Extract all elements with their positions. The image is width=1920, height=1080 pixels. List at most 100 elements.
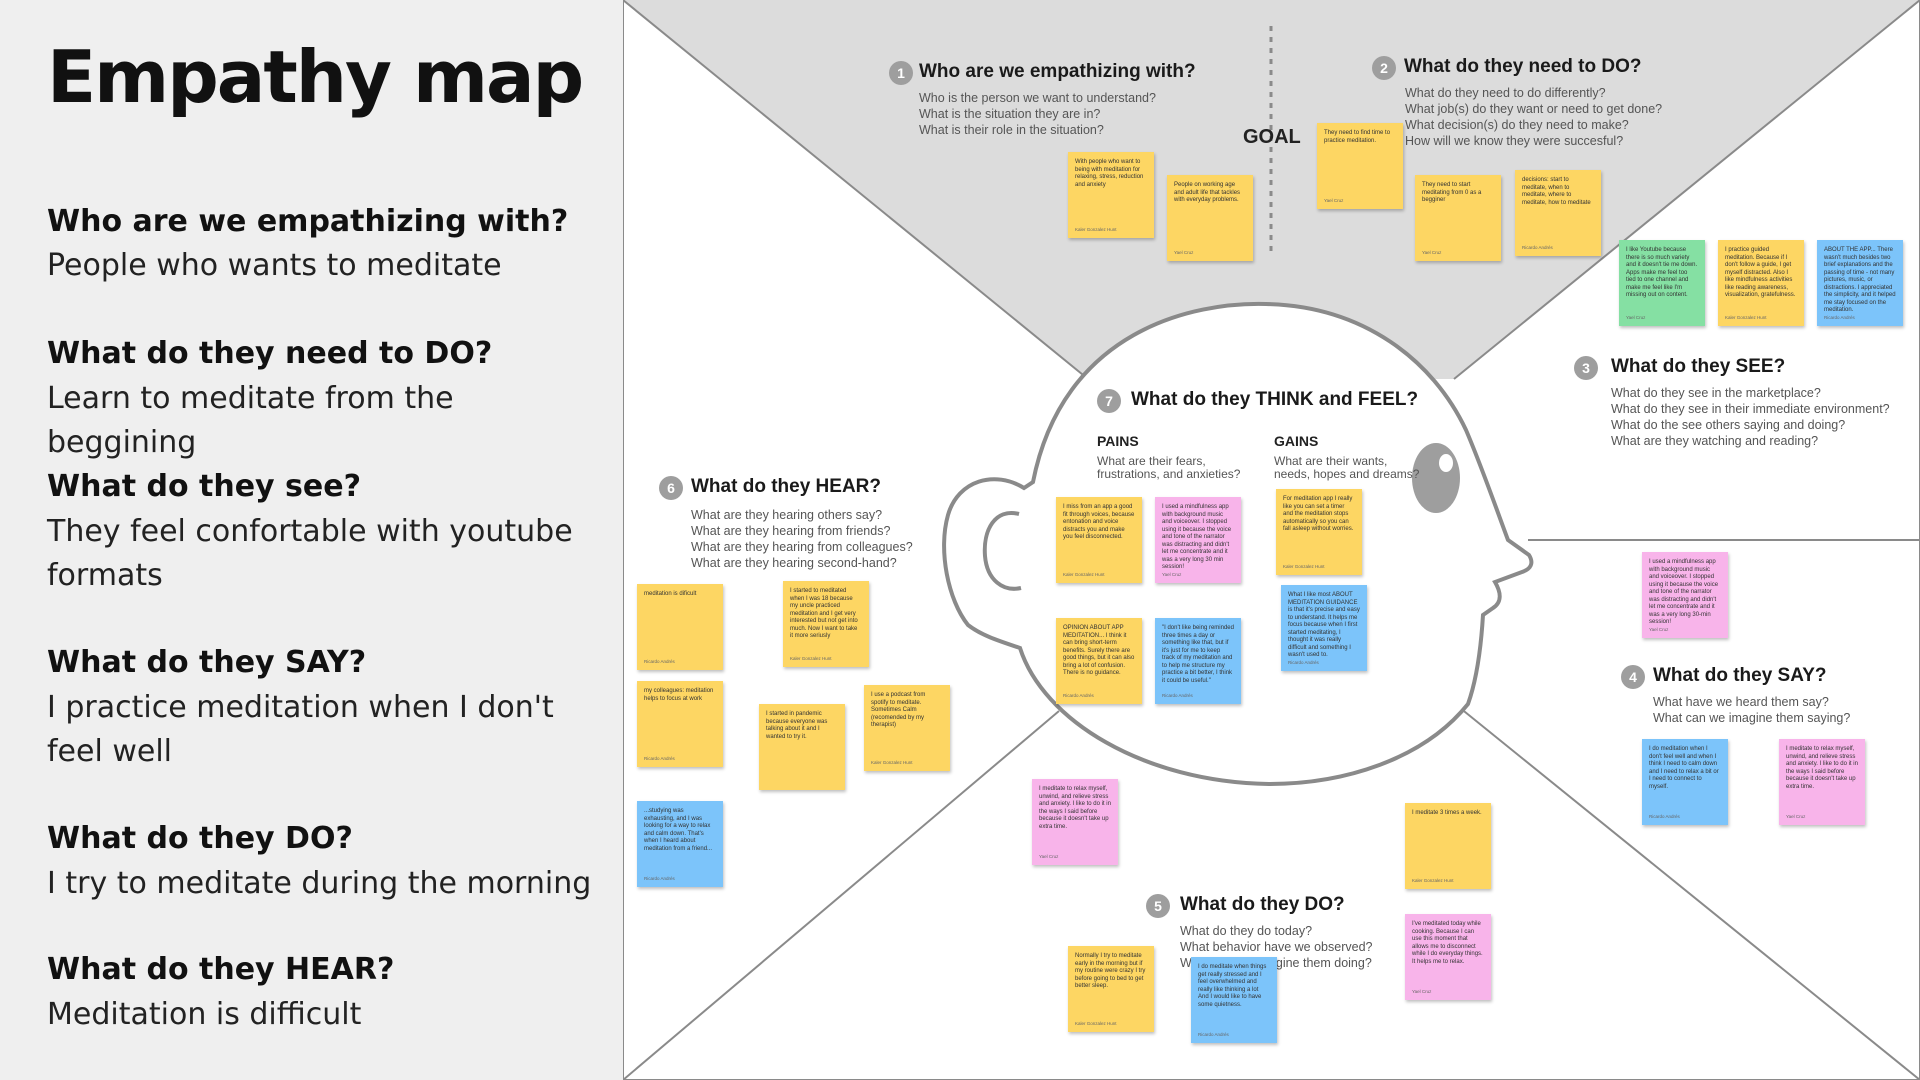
note-text: For meditation app I really like you can… [1283,496,1354,532]
sticky-note[interactable]: I do meditation when I don't feel well a… [1642,739,1728,825]
sticky-note[interactable]: People on working age and adult life tha… [1167,175,1253,261]
question: What are they hearing second-hand? [691,556,897,570]
question: What do they do today? [1180,924,1313,938]
question: What decision(s) do they need to make? [1405,118,1629,132]
sticky-note[interactable]: I used a mindfulness app with background… [1642,552,1728,638]
question: How will we know they were succesful? [1405,134,1624,148]
note-author: Yael Cruz [1422,249,1442,255]
summary-answer-who: People who wants to meditate [47,248,502,283]
sticky-note[interactable]: With people who want to being with medit… [1068,152,1154,238]
note-author: Ricardo Andrés [1198,1031,1229,1037]
summary-question-see: What do they see? [47,469,362,504]
section-questions: What are they hearing others say? What a… [691,507,913,571]
empathy-map-canvas[interactable]: GOAL 1 Who are we empathizing with? Who … [623,0,1920,1080]
note-author: Kaler Gonzalez Hunt [871,759,913,765]
section-number-badge: 7 [1097,389,1121,413]
sticky-note[interactable]: my colleagues: meditation helps to focus… [637,681,723,767]
note-author: Yael Cruz [1412,988,1432,994]
sticky-note[interactable]: I like Youtube because there is so much … [1619,240,1705,326]
question: What do they see in the marketplace? [1611,386,1821,400]
note-text: I practice guided meditation. Because if… [1725,247,1796,298]
section-title: What do they THINK and FEEL? [1131,389,1419,410]
summary-question-do: What do they DO? [47,821,353,856]
section-number-badge: 6 [659,476,683,500]
gains-label: GAINS [1274,433,1319,449]
note-author: Kaler Gonzalez Hunt [1075,1020,1117,1026]
note-text: I meditate to relax myself, unwind, and … [1039,786,1111,830]
note-text: meditation is dificult [644,591,697,597]
sticky-note[interactable]: I started in pandemic because everyone w… [759,704,845,790]
question: Who is the person we want to understand? [919,91,1156,105]
sticky-note[interactable]: They need to start meditating from 0 as … [1415,175,1501,261]
sticky-note[interactable]: I meditate 3 times a week. Kaler Gonzalez… [1405,803,1491,889]
note-author: Kaler Gonzalez Hunt [790,655,832,661]
goal-label: GOAL [1243,126,1301,148]
note-text: ...studying was exhausting, and I was lo… [644,808,713,852]
summary-answer-say: I practice meditation when I don't feel … [47,690,554,769]
sticky-note[interactable]: I used a mindfulness app with background… [1155,497,1241,583]
sticky-note[interactable]: ABOUT THE APP... There wasn't much besid… [1817,240,1903,326]
section-questions: Who is the person we want to understand?… [919,90,1156,138]
question: What do the see others saying and doing? [1611,418,1846,432]
sticky-note[interactable]: Normally I try to meditate early in the … [1068,946,1154,1032]
note-text: People on working age and adult life tha… [1174,182,1241,203]
question: What job(s) do they want or need to get … [1405,102,1663,116]
sticky-note[interactable]: They need to find time to practice medit… [1317,123,1403,209]
note-author: Kaler Gonzalez Hunt [1725,314,1767,320]
question: What have we heard them say? [1653,695,1829,709]
summary-question-say: What do they SAY? [47,645,367,680]
note-author: Yael Cruz [1786,813,1806,819]
note-author: Yael Cruz [1174,249,1194,255]
note-author: Yael Cruz [1649,626,1669,632]
note-text: "I don't like being reminded three times… [1162,625,1234,684]
note-author: Ricardo Andrés [1063,692,1094,698]
note-text: decisions: start to meditate, when to me… [1522,177,1591,206]
sticky-note[interactable]: What I like most ABOUT MEDITATION GUIDAN… [1281,585,1367,671]
note-text: I miss from an app a good fit through vo… [1063,504,1135,540]
subtitle-line: What are their fears, [1097,454,1206,468]
sticky-note[interactable]: I practice guided meditation. Because if… [1718,240,1804,326]
summary-question-need-to-do: What do they need to DO? [47,336,493,371]
sticky-note[interactable]: decisions: start to meditate, when to me… [1515,170,1601,256]
section-number-badge: 5 [1146,894,1170,918]
note-author: Ricardo Andrés [1649,813,1680,819]
question: What are they hearing from friends? [691,524,891,538]
summary-answer-do: I try to meditate during the morning [47,866,592,901]
sticky-note[interactable]: For meditation app I really like you can… [1276,489,1362,575]
question: What can we imagine them saying? [1653,711,1851,725]
sticky-note[interactable]: I started to meditated when I was 18 bec… [783,581,869,667]
note-author: Yael Cruz [1324,197,1344,203]
note-text: I used a mindfulness app with background… [1162,504,1232,570]
section-title: What do they HEAR? [691,476,881,497]
sticky-note[interactable]: I've meditated today while cooking. Beca… [1405,914,1491,1000]
note-text: I use a podcast from spotify to meditate… [871,692,926,728]
section-title: Who are we empathizing with? [919,61,1196,82]
sticky-note[interactable]: I meditate to relax myself, unwind, and … [1779,739,1865,825]
sticky-note[interactable]: I miss from an app a good fit through vo… [1056,497,1142,583]
note-text: I meditate 3 times a week. [1412,810,1482,816]
sticky-note[interactable]: ...studying was exhausting, and I was lo… [637,801,723,887]
note-author: Ricardo Andrés [644,755,675,761]
note-author: Kaler Gonzalez Hunt [1412,877,1454,883]
note-text: I used a mindfulness app with background… [1649,559,1719,625]
section-questions: What do they need to do differently? Wha… [1405,85,1662,149]
note-text: They need to start meditating from 0 as … [1422,182,1482,203]
note-author: Ricardo Andrés [1824,314,1855,320]
note-text: I do meditate when things get really str… [1198,964,1267,1008]
section-title: What do they need to DO? [1404,56,1642,77]
sticky-note[interactable]: I use a podcast from spotify to meditate… [864,685,950,771]
section-number-badge: 3 [1574,356,1598,380]
question: What do they need to do differently? [1405,86,1606,100]
sticky-note[interactable]: I meditate to relax myself, unwind, and … [1032,779,1118,865]
section-questions: What do they see in the marketplace? Wha… [1611,385,1890,449]
note-text: They need to find time to practice medit… [1324,130,1391,144]
note-author: Ricardo Andrés [1288,659,1319,665]
sticky-note[interactable]: OPINION ABOUT APP MEDITATION... I think … [1056,618,1142,704]
note-author: Ricardo Andrés [644,875,675,881]
sticky-note[interactable]: I do meditate when things get really str… [1191,957,1277,1043]
sticky-note[interactable]: "I don't like being reminded three times… [1155,618,1241,704]
question: What are they hearing from colleagues? [691,540,913,554]
note-text: my colleagues: meditation helps to focus… [644,688,714,702]
question: What is the situation they are in? [919,107,1101,121]
